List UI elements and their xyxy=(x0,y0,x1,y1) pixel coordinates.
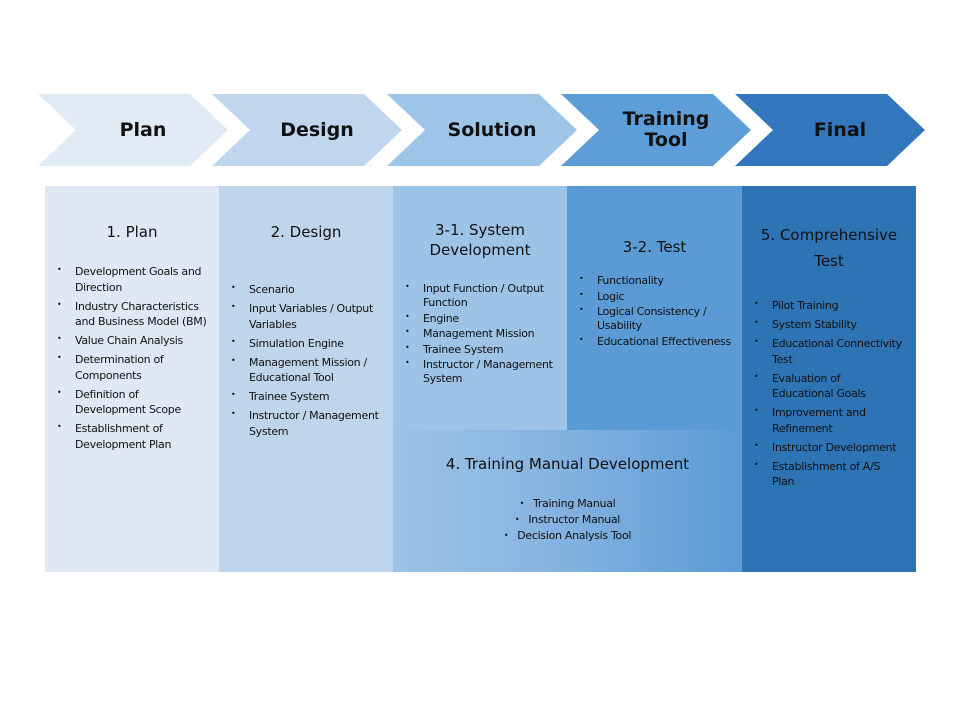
plan-column: 1. Plan Development Goals and Direction … xyxy=(45,186,219,572)
list-item: Establishment of A/S Plan xyxy=(754,457,904,490)
stage-chevron-design: Design xyxy=(212,94,402,166)
list-item: Training Manual xyxy=(393,496,742,511)
list-item: System Stability xyxy=(754,315,904,333)
list-item: Instructor Manual xyxy=(393,512,742,527)
stage-label: Training Tool xyxy=(622,108,710,151)
list-item: Pilot Training xyxy=(754,296,904,314)
list-item: Management Mission / Educational Tool xyxy=(231,353,391,386)
list-item: Trainee System xyxy=(231,387,391,405)
column-title: 3-2. Test xyxy=(622,238,687,256)
list-item: Engine xyxy=(405,310,565,326)
list-item: Logical Consistency / Usability xyxy=(579,303,739,333)
list-item: Simulation Engine xyxy=(231,334,391,352)
list-item: Logic xyxy=(579,288,739,304)
list-item: Instructor / Management System xyxy=(405,356,565,386)
list-item: Definition of Development Scope xyxy=(57,385,207,418)
column-title: 4. Training Manual Development xyxy=(445,455,690,473)
test-column: 3-2. Test Functionality Logic Logical Co… xyxy=(567,186,742,430)
stage-label: Final xyxy=(813,118,867,141)
test-item-list: Functionality Logic Logical Consistency … xyxy=(579,272,739,350)
stage-chevron-final: Final xyxy=(735,94,925,166)
list-item: Input Function / Output Function xyxy=(405,280,565,310)
system-development-item-list: Input Function / Output Function Engine … xyxy=(405,280,565,388)
list-item: Determination of Components xyxy=(57,350,207,383)
list-item: Instructor / Management System xyxy=(231,406,391,439)
list-item: Educational Connectivity Test xyxy=(754,334,904,367)
training-manual-band: 4. Training Manual Development Training … xyxy=(393,430,742,572)
system-development-column: 3-1. System Development Input Function /… xyxy=(393,186,567,430)
stage-label: Plan xyxy=(119,118,167,141)
list-item: Instructor Development xyxy=(754,438,904,456)
list-item: Scenario xyxy=(231,280,391,298)
list-item: Development Goals and Direction xyxy=(57,262,207,295)
list-item: Value Chain Analysis xyxy=(57,331,207,349)
comprehensive-test-column: 5. Comprehensive Test Pilot Training Sys… xyxy=(742,186,916,572)
list-item: Management Mission xyxy=(405,325,565,341)
column-title: 3-1. System Development xyxy=(429,221,531,259)
design-column: 2. Design Scenario Input Variables / Out… xyxy=(219,186,393,572)
plan-item-list: Development Goals and Direction Industry… xyxy=(57,262,207,456)
column-title: 1. Plan xyxy=(106,223,158,241)
column-title: 5. Comprehensive Test xyxy=(760,226,898,270)
list-item: Trainee System xyxy=(405,341,565,357)
stage-label: Solution xyxy=(447,118,537,141)
training-manual-item-list: Training Manual Instructor Manual Decisi… xyxy=(393,496,742,544)
stage-label: Design xyxy=(280,118,354,141)
list-item: Establishment of Development Plan xyxy=(57,419,207,452)
comprehensive-test-item-list: Pilot Training System Stability Educatio… xyxy=(754,296,904,493)
list-item: Industry Characteristics and Business Mo… xyxy=(57,297,207,330)
list-item: Functionality xyxy=(579,272,739,288)
list-item: Decision Analysis Tool xyxy=(393,528,742,543)
list-item: Improvement and Refinement xyxy=(754,403,904,436)
stage-chevron-solution: Solution xyxy=(387,94,577,166)
list-item: Educational Effectiveness xyxy=(579,333,739,349)
stage-chevron-plan: Plan xyxy=(38,94,228,166)
list-item: Evaluation of Educational Goals xyxy=(754,369,904,402)
stage-chevron-training-tool: Training Tool xyxy=(561,94,751,166)
list-item: Input Variables / Output Variables xyxy=(231,299,391,332)
design-item-list: Scenario Input Variables / Output Variab… xyxy=(231,280,391,443)
column-title: 2. Design xyxy=(270,223,342,241)
